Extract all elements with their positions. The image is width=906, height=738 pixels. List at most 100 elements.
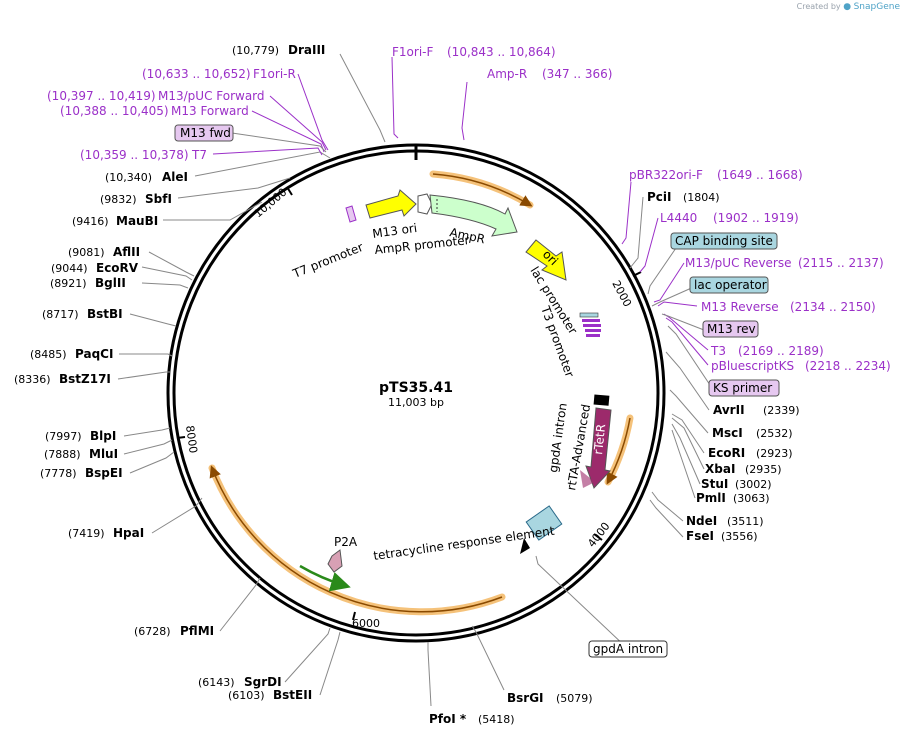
svg-text:(9081): (9081) xyxy=(68,246,105,259)
primer-f1ori-f: F1ori-F (10,843 .. 10,864) xyxy=(392,45,556,59)
primer-f1ori-r: (10,633 .. 10,652) F1ori-R xyxy=(142,67,296,81)
boxed-gpda-intron: gpdA intron xyxy=(588,640,668,658)
svg-text:(6103): (6103) xyxy=(228,689,265,702)
svg-text:(347 .. 366): (347 .. 366) xyxy=(542,67,612,81)
primer-pbluescriptks: pBluescriptKS (2218 .. 2234) xyxy=(711,359,891,373)
site-stui: StuI (3002) xyxy=(701,477,772,491)
leader-lines-left xyxy=(117,53,386,696)
svg-text:M13 Reverse: M13 Reverse xyxy=(701,300,779,314)
feature-ampr-promoter xyxy=(417,193,433,215)
svg-text:(3063): (3063) xyxy=(733,492,770,505)
site-bglii: (8921) BglII xyxy=(50,276,126,290)
svg-text:(3002): (3002) xyxy=(735,478,772,491)
site-draiii: (10,779) DraIII xyxy=(232,43,325,57)
site-pcii: PciI (1804) xyxy=(647,190,720,204)
site-alei: (10,340) AleI xyxy=(105,170,188,184)
label-m13-ori: M13 ori xyxy=(371,221,418,241)
svg-text:BstZ17I: BstZ17I xyxy=(59,372,111,386)
svg-text:(9044): (9044) xyxy=(51,262,88,275)
tick-label-4000: 4000 xyxy=(585,520,612,550)
svg-text:pBR322ori-F: pBR322ori-F xyxy=(629,168,703,182)
svg-text:BstEII: BstEII xyxy=(273,688,312,702)
svg-text:L4440: L4440 xyxy=(660,211,697,225)
label-t7-promoter: T7 promoter xyxy=(290,240,365,281)
boxed-cap-binding-site: CAP binding site xyxy=(670,232,778,250)
svg-text:(1804): (1804) xyxy=(683,191,720,204)
svg-text:NdeI: NdeI xyxy=(686,514,717,528)
svg-text:(7419): (7419) xyxy=(68,527,105,540)
svg-text:(1902 .. 1919): (1902 .. 1919) xyxy=(713,211,799,225)
site-hpai: (7419) HpaI xyxy=(68,526,144,540)
site-ecori: EcoRI (2923) xyxy=(708,446,793,460)
svg-text:MauBI: MauBI xyxy=(116,214,158,228)
svg-text:T3: T3 xyxy=(710,344,726,358)
site-avrii: AvrII (2339) xyxy=(713,403,800,417)
svg-text:(10,397 .. 10,419): (10,397 .. 10,419) xyxy=(47,89,156,103)
svg-text:(10,388 .. 10,405): (10,388 .. 10,405) xyxy=(60,104,169,118)
svg-text:lac operator: lac operator xyxy=(694,278,767,292)
svg-text:T7: T7 xyxy=(191,148,207,162)
svg-text:BspEI: BspEI xyxy=(85,466,123,480)
svg-text:DraIII: DraIII xyxy=(288,43,325,57)
site-pfoi: PfoI * (5418) xyxy=(429,712,515,726)
site-pmli: PmlI (3063) xyxy=(696,491,770,505)
orf-arcs xyxy=(208,170,634,616)
label-rtetr: rTetR xyxy=(591,423,608,455)
svg-text:M13 rev: M13 rev xyxy=(707,322,756,336)
svg-text:(10,843 .. 10,864): (10,843 .. 10,864) xyxy=(447,45,556,59)
primer-amp-r: Amp-R (347 .. 366) xyxy=(487,67,612,81)
site-mlui: (7888) MluI xyxy=(44,447,118,461)
plasmid-name: pTS35.41 xyxy=(379,380,453,396)
svg-text:M13/pUC Reverse: M13/pUC Reverse xyxy=(685,256,792,270)
svg-text:(8717): (8717) xyxy=(42,308,79,321)
site-bsteii: (6103) BstEII xyxy=(228,688,312,702)
site-sgrdi: (6143) SgrDI xyxy=(198,675,282,689)
svg-text:PciI: PciI xyxy=(647,190,672,204)
boxed-m13-rev: M13 rev xyxy=(702,320,759,338)
site-blpi: (7997) BlpI xyxy=(45,429,116,443)
primer-m13-reverse: M13 Reverse (2134 .. 2150) xyxy=(701,300,876,314)
svg-text:PfoI *: PfoI * xyxy=(429,712,467,726)
site-sbfi: (9832) SbfI xyxy=(100,192,172,206)
svg-text:BglII: BglII xyxy=(95,276,126,290)
svg-text:AleI: AleI xyxy=(162,170,188,184)
svg-text:KS primer: KS primer xyxy=(713,381,772,395)
tick-label-6000: 6000 xyxy=(352,617,380,630)
svg-text:(10,340): (10,340) xyxy=(105,171,152,184)
feature-ori xyxy=(525,239,567,281)
feature-t7-promoter-mark xyxy=(345,205,357,223)
site-fsei: FseI (3556) xyxy=(686,529,758,543)
primer-pbr322ori-f: pBR322ori-F (1649 .. 1668) xyxy=(629,168,803,182)
primer-m13-forward: (10,388 .. 10,405) M13 Forward xyxy=(60,104,249,118)
svg-text:(9832): (9832) xyxy=(100,193,137,206)
svg-text:EcoRV: EcoRV xyxy=(96,261,139,275)
site-paqci: (8485) PaqCI xyxy=(30,347,113,361)
svg-text:(7888): (7888) xyxy=(44,448,81,461)
site-aflii: (9081) AflII xyxy=(68,245,140,259)
svg-text:(10,633 .. 10,652): (10,633 .. 10,652) xyxy=(142,67,251,81)
svg-text:StuI: StuI xyxy=(701,477,728,491)
label-tre: tetracycline response element xyxy=(372,524,555,563)
site-pflmi: (6728) PflMI xyxy=(134,624,214,638)
svg-text:(2532): (2532) xyxy=(756,427,793,440)
svg-text:PaqCI: PaqCI xyxy=(75,347,113,361)
svg-text:FseI: FseI xyxy=(686,529,714,543)
svg-text:pBluescriptKS: pBluescriptKS xyxy=(711,359,794,373)
svg-text:(3556): (3556) xyxy=(721,530,758,543)
feature-ampr xyxy=(429,194,518,237)
svg-text:CAP binding site: CAP binding site xyxy=(675,234,773,248)
svg-text:(2115 .. 2137): (2115 .. 2137) xyxy=(798,256,884,270)
svg-text:AflII: AflII xyxy=(113,245,140,259)
svg-text:(2169 .. 2189): (2169 .. 2189) xyxy=(738,344,824,358)
feature-m13-ori xyxy=(365,189,417,219)
site-bspei: (7778) BspEI xyxy=(40,466,123,480)
feature-rtetr xyxy=(580,394,612,489)
site-bstbi: (8717) BstBI xyxy=(42,307,123,321)
svg-text:(1649 .. 1668): (1649 .. 1668) xyxy=(717,168,803,182)
svg-text:SbfI: SbfI xyxy=(145,192,172,206)
label-gpda-intron: gpdA intron xyxy=(546,402,570,473)
svg-text:(6143): (6143) xyxy=(198,676,235,689)
svg-text:AvrII: AvrII xyxy=(713,403,745,417)
svg-text:(5418): (5418) xyxy=(478,713,515,726)
svg-text:(5079): (5079) xyxy=(556,692,593,705)
